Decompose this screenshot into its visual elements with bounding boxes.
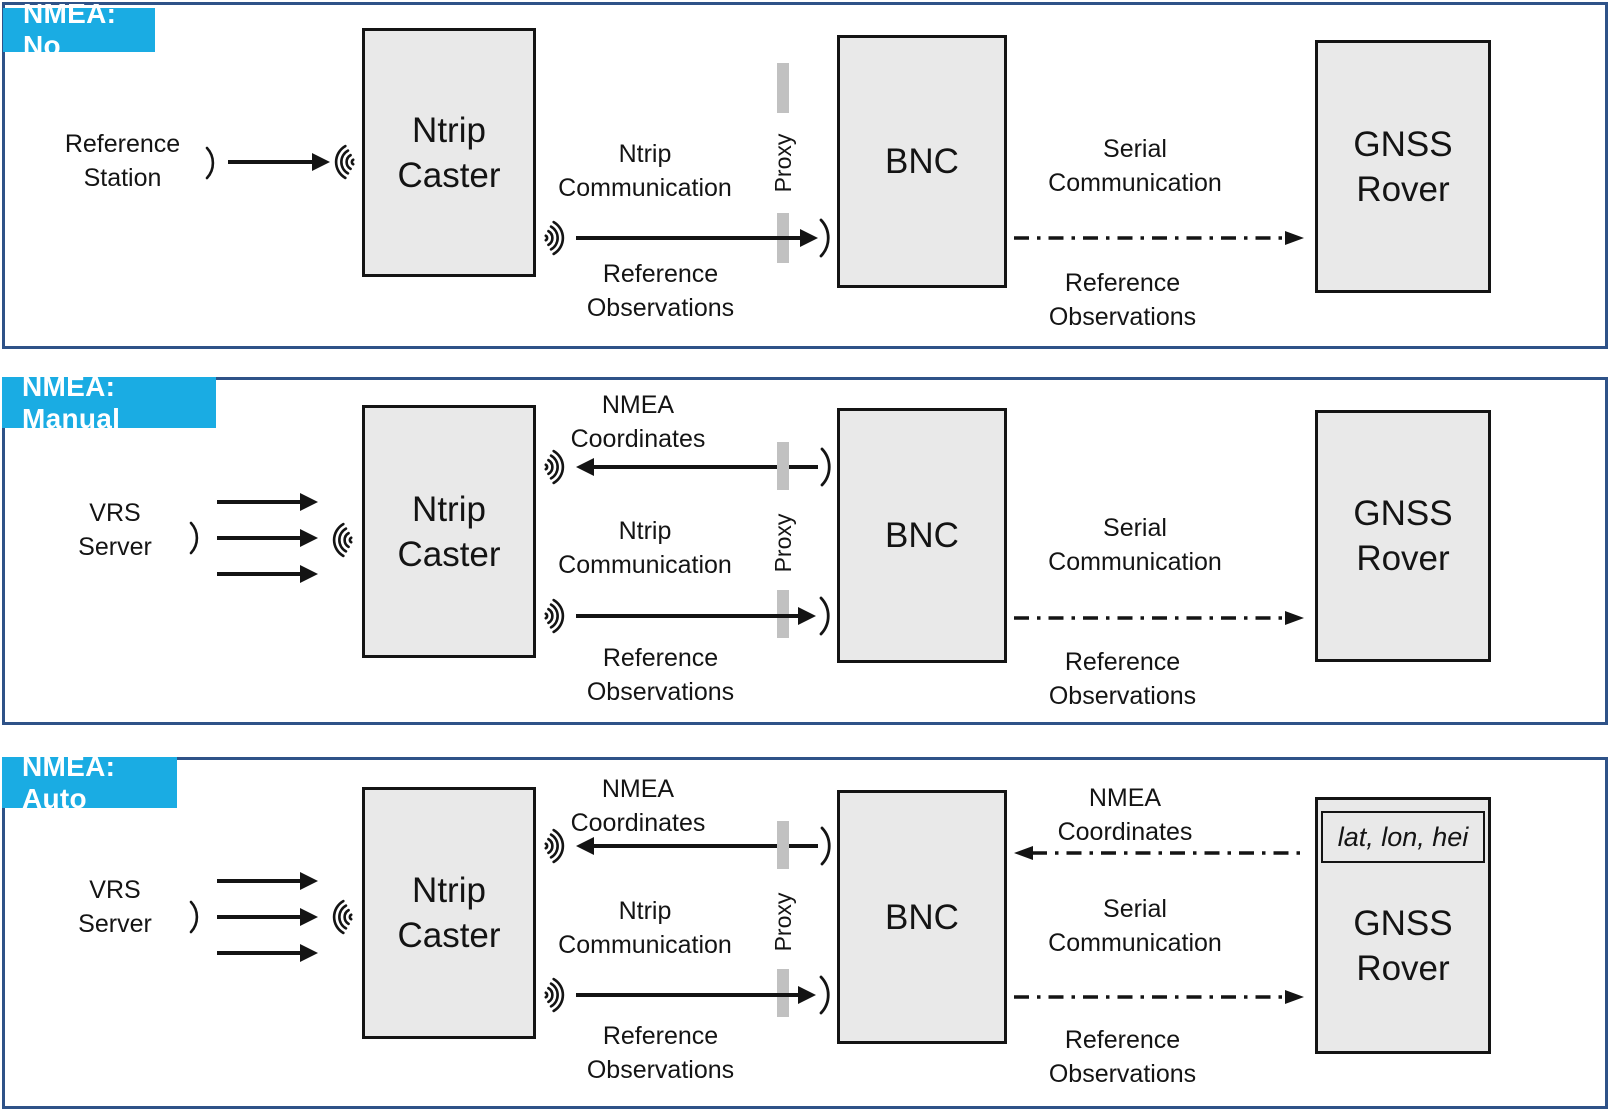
vrs-stream-arrow: [217, 872, 318, 890]
arrowhead-icon: [300, 944, 318, 962]
proxy-bar: [777, 63, 789, 113]
arrowhead-icon: [300, 493, 318, 511]
bnc-to-rover-dashdot-arrow: [1012, 228, 1306, 253]
radio-arc-icon: [188, 900, 202, 939]
rover-to-bnc-nmea-dashdot-arrow: [1012, 843, 1306, 868]
serial-communication-label: Serial Communication: [1048, 135, 1222, 197]
gnss-rover-box: GNSS Rover: [1315, 410, 1491, 662]
signal-transmit-icon: [541, 824, 569, 873]
panel-header-nmea-no: NMEA: No: [3, 0, 155, 61]
ntrip-caster-box: Ntrip Caster: [362, 787, 536, 1039]
panel-header-nmea-auto: NMEA: Auto: [2, 751, 177, 814]
vrs-stream-arrow: [217, 493, 318, 511]
caster-to-bnc-arrow: [576, 986, 816, 1004]
arrowhead-icon: [300, 872, 318, 890]
signal-transmit-icon: [541, 594, 569, 643]
bnc-to-rover-dashdot-arrow: [1012, 608, 1306, 633]
radio-arc-icon: [818, 218, 833, 263]
caster-to-bnc-arrow: [576, 607, 816, 625]
serial-communication-label: Serial Communication: [1048, 514, 1222, 576]
arrowhead-icon: [800, 229, 818, 247]
panel-header-label: NMEA: No: [23, 0, 117, 61]
signal-transmit-icon: [541, 973, 569, 1022]
bnc-box: BNC: [837, 35, 1007, 288]
arrowhead-icon: [798, 607, 816, 625]
vrs-stream-arrow: [217, 908, 318, 926]
arrowhead-icon: [576, 837, 594, 855]
proxy-label: Proxy: [770, 133, 796, 193]
radio-arc-icon: [818, 596, 833, 641]
reference-observations-label: Reference Observations: [1048, 648, 1197, 710]
vrs-server-label: VRS Server: [78, 499, 152, 561]
ntrip-caster-box: Ntrip Caster: [362, 405, 536, 658]
bnc-box: BNC: [837, 408, 1007, 663]
arrowhead-icon: [300, 529, 318, 547]
ntrip-communication-label: Ntrip Communication: [558, 897, 732, 959]
bnc-to-caster-nmea-arrow: [576, 458, 818, 476]
ntrip-caster-box: Ntrip Caster: [362, 28, 536, 277]
gnss-rover-box: GNSS Rover: [1315, 40, 1491, 293]
signal-receive-icon: [328, 518, 356, 567]
proxy-bar: [777, 442, 789, 490]
ntrip-communication-label: Ntrip Communication: [558, 517, 732, 579]
signal-transmit-icon: [541, 216, 569, 265]
serial-communication-label: Serial Communication: [1048, 895, 1222, 957]
proxy-label: Proxy: [770, 892, 796, 952]
reference-observations-label: Reference Observations: [1048, 269, 1197, 331]
arrowhead-icon: [300, 565, 318, 583]
signal-receive-icon: [330, 140, 358, 189]
reference-observations-label: Reference Observations: [586, 260, 735, 322]
radio-arc-icon: [204, 146, 218, 185]
reference-station-label: Reference Station: [64, 130, 181, 192]
proxy-bar: [777, 821, 789, 869]
vrs-stream-arrow: [217, 944, 318, 962]
reference-observations-label: Reference Observations: [586, 644, 735, 706]
rover-coordinates-box: lat, lon, hei: [1321, 811, 1485, 863]
signal-transmit-icon: [541, 445, 569, 494]
nmea-coordinates-label: NMEA Coordinates: [570, 775, 706, 837]
nmea-coordinates-label: NMEA Coordinates: [1057, 784, 1193, 846]
panel-header-label: NMEA: Auto: [22, 750, 116, 814]
signal-receive-icon: [328, 895, 356, 944]
reference-observations-label: Reference Observations: [1048, 1026, 1197, 1088]
source-to-caster-arrow: [228, 153, 330, 171]
panel-header-nmea-manual: NMEA: Manual: [2, 371, 216, 434]
arrowhead-icon: [312, 153, 330, 171]
arrowhead-icon: [576, 458, 594, 476]
radio-arc-icon: [819, 826, 834, 871]
nmea-coordinates-label: NMEA Coordinates: [570, 391, 706, 453]
reference-observations-label: Reference Observations: [586, 1022, 735, 1084]
vrs-stream-arrow: [217, 565, 318, 583]
arrowhead-icon: [300, 908, 318, 926]
caster-to-bnc-arrow: [576, 229, 818, 247]
radio-arc-icon: [818, 975, 833, 1020]
radio-arc-icon: [188, 521, 202, 560]
arrowhead-icon: [798, 986, 816, 1004]
ntrip-communication-label: Ntrip Communication: [558, 140, 732, 202]
vrs-stream-arrow: [217, 529, 318, 547]
radio-arc-icon: [819, 447, 834, 492]
vrs-server-label: VRS Server: [78, 876, 152, 938]
bnc-to-rover-dashdot-arrow: [1012, 987, 1306, 1012]
bnc-box: BNC: [837, 790, 1007, 1044]
panel-header-label: NMEA: Manual: [22, 370, 121, 434]
bnc-to-caster-nmea-arrow: [576, 837, 818, 855]
proxy-label: Proxy: [770, 513, 796, 573]
